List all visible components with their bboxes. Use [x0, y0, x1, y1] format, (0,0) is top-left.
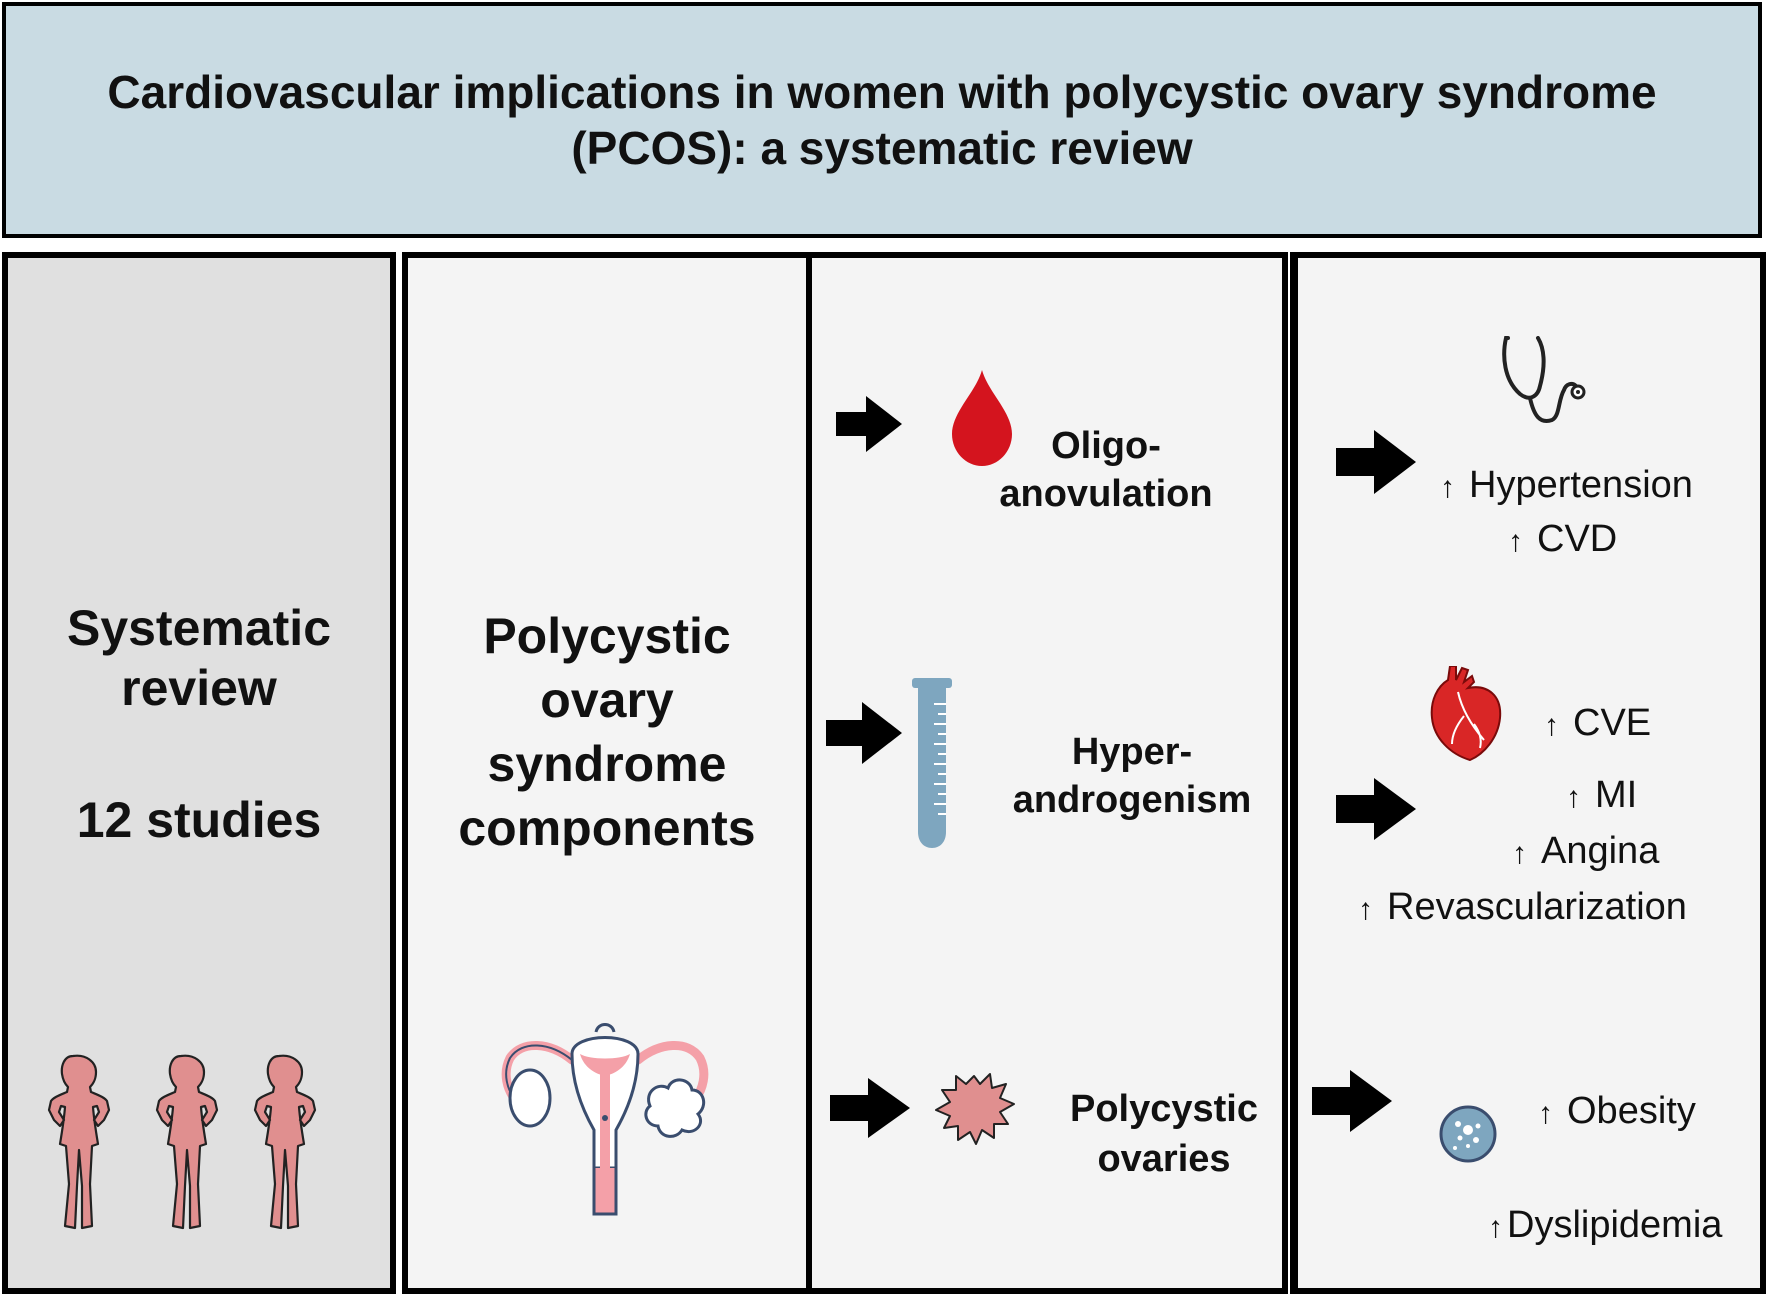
women-figures-icon: [47, 1054, 317, 1230]
test-tube-icon: [912, 678, 952, 848]
arrow-right-icon: [1336, 430, 1416, 494]
arrow-right-icon: [1336, 778, 1416, 840]
outcome-mi: ↑MI: [1566, 774, 1638, 816]
arrow-right-icon: [826, 702, 902, 764]
outcome-hypertension: ↑Hypertension: [1440, 464, 1693, 506]
stethoscope-icon: [1502, 336, 1586, 423]
outcome-revascularization: ↑Revascularization: [1358, 886, 1687, 928]
outcome-cvd: ↑CVD: [1508, 518, 1618, 560]
panel-pcos-features: Oligo-anovulation Hyper-androgenism Poly…: [808, 252, 1288, 1294]
outcome-obesity: ↑Obesity: [1538, 1090, 1696, 1132]
page-title: Cardiovascular implications in women wit…: [107, 66, 1657, 174]
feature-hyperandrogenism: Hyper-androgenism: [1012, 731, 1252, 821]
blood-drop-icon: [952, 370, 1012, 466]
study-count: 12 studies: [76, 792, 322, 848]
panel-pcos-components: Polycystic ovary syndrome components: [402, 252, 812, 1294]
components-heading: Polycystic ovary syndrome components: [458, 608, 756, 856]
fat-cell-icon: [1439, 1105, 1497, 1163]
outcome-dyslipidemia: ↑Dyslipidemia: [1488, 1204, 1723, 1246]
feature-oligo-anovulation: Oligo-anovulation: [999, 425, 1213, 515]
arrow-right-icon: [830, 1078, 910, 1138]
arrow-right-icon: [836, 396, 902, 452]
title-banner: Cardiovascular implications in women wit…: [2, 2, 1762, 238]
uterus-icon: [501, 1023, 709, 1216]
arrow-right-icon: [1312, 1070, 1392, 1132]
outcome-angina: ↑Angina: [1512, 830, 1660, 872]
panel-outcomes: ↑Hypertension ↑CVD ↑CVE ↑MI ↑Angina ↑Rev…: [1290, 252, 1766, 1294]
ovary-cyst-icon: [935, 1073, 1015, 1145]
outcome-cve: ↑CVE: [1544, 702, 1652, 744]
heart-icon: [1430, 666, 1502, 762]
